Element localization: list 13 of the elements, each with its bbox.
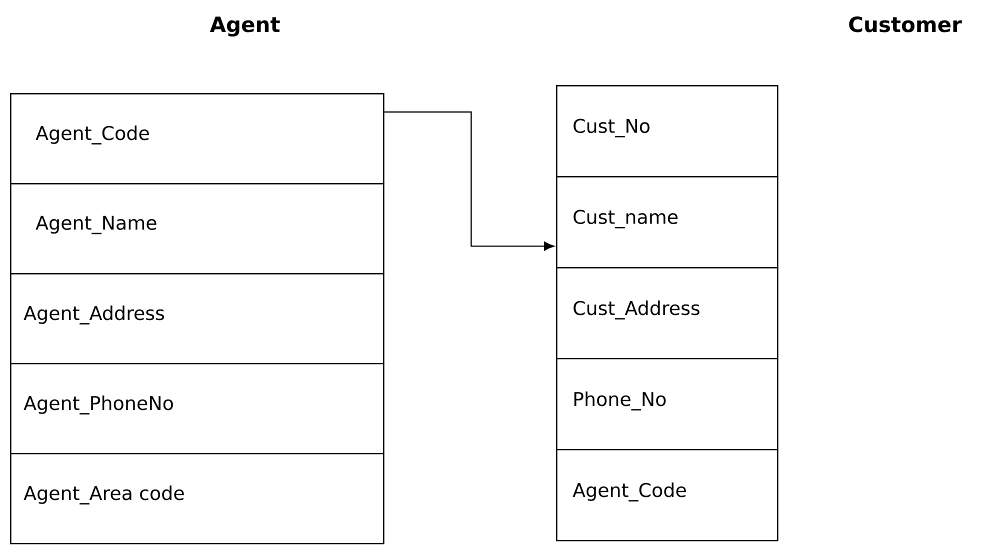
table-heading: Customer xyxy=(849,16,962,32)
table-cell: Agent_Address xyxy=(10,272,384,364)
table-heading: Agent xyxy=(210,16,280,37)
table-cell: Agent_Name xyxy=(10,183,384,274)
table-cell: Cust_No xyxy=(556,85,778,178)
table-cell: Agent_Code xyxy=(10,93,384,184)
table-cell: Phone_No xyxy=(556,358,778,450)
table-cell: Agent_PhoneNo xyxy=(10,362,384,454)
table-cell: Agent_Code xyxy=(556,448,778,542)
arrow xyxy=(384,111,554,251)
table-cell: Agent_Area code xyxy=(10,452,384,544)
table-cell: Cust_name xyxy=(556,176,778,268)
table-cell: Cust_Address xyxy=(556,266,778,360)
